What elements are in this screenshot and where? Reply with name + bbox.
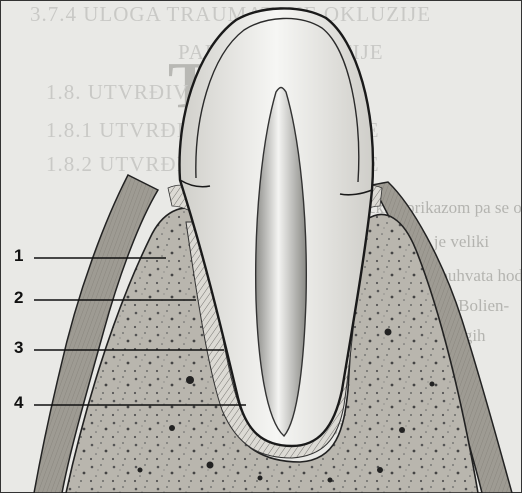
label-4: 4 xyxy=(14,393,23,413)
label-2: 2 xyxy=(14,288,23,308)
label-1: 1 xyxy=(14,246,23,266)
label-3: 3 xyxy=(14,338,23,358)
